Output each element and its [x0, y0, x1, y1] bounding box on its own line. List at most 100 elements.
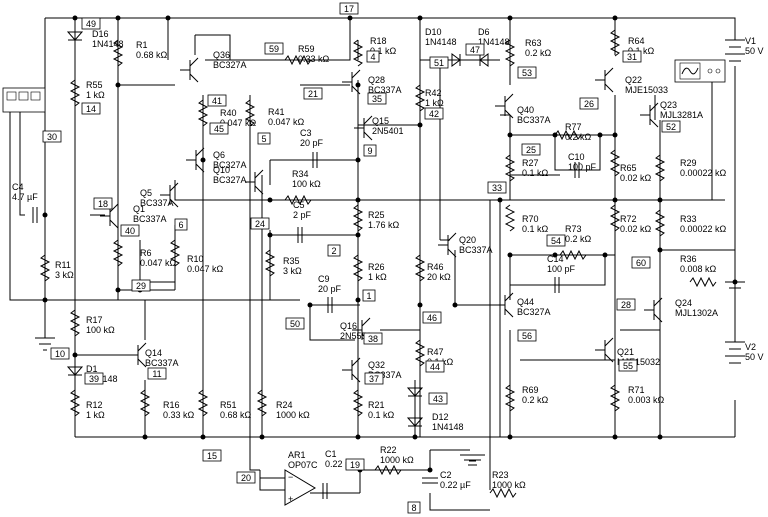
r59-symbol	[284, 54, 312, 66]
q21-symbol	[595, 337, 614, 363]
r42-symbol	[414, 84, 426, 112]
r71-symbol	[609, 384, 621, 412]
svg-text:8: 8	[411, 503, 416, 513]
r47-symbol	[414, 339, 426, 367]
net-49: 49	[81, 17, 101, 30]
net-42: 42	[424, 107, 444, 120]
svg-text:40: 40	[125, 226, 135, 236]
net-28: 28	[616, 298, 636, 311]
svg-text:2: 2	[331, 246, 336, 256]
svg-text:29: 29	[136, 281, 146, 291]
svg-text:21: 21	[308, 89, 318, 99]
svg-text:5: 5	[261, 134, 266, 144]
voltmeter-probe	[2, 87, 46, 113]
svg-text:45: 45	[214, 124, 224, 134]
svg-text:15: 15	[207, 451, 217, 461]
net-21: 21	[303, 87, 323, 100]
r35-symbol	[264, 249, 276, 277]
net-52: 52	[661, 120, 681, 133]
net-60: 60	[631, 256, 651, 269]
net-15: 15	[202, 449, 222, 462]
r34-symbol	[284, 194, 312, 206]
net-10: 10	[50, 347, 70, 360]
d10-symbol	[451, 53, 461, 67]
svg-text:11: 11	[152, 369, 161, 379]
svg-text:37: 37	[369, 374, 379, 384]
q10-symbol	[245, 169, 264, 195]
net-45: 45	[209, 122, 229, 135]
q23-symbol	[640, 102, 659, 128]
net-31: 31	[622, 50, 642, 63]
r70-symbol	[504, 204, 516, 232]
oscilloscope	[674, 59, 726, 83]
net-47: 47	[465, 43, 485, 56]
net-40: 40	[120, 224, 140, 237]
net-44: 44	[425, 360, 445, 373]
net-5: 5	[257, 132, 271, 145]
c14-symbol	[554, 277, 560, 293]
svg-text:25: 25	[526, 145, 536, 155]
net-26: 26	[579, 97, 599, 110]
r41-symbol	[244, 99, 256, 127]
r26-symbol	[352, 254, 364, 282]
net-56: 56	[517, 329, 537, 342]
c2-symbol	[422, 477, 438, 484]
r24-symbol	[256, 389, 268, 417]
svg-text:47: 47	[470, 45, 480, 55]
svg-text:19: 19	[350, 460, 360, 470]
r69-symbol	[504, 384, 516, 412]
svg-text:17: 17	[344, 4, 354, 14]
r12-symbol	[69, 389, 81, 417]
net-30: 30	[42, 130, 62, 143]
net-50: 50	[285, 317, 305, 330]
net-35: 35	[367, 92, 387, 105]
q40-symbol	[495, 93, 514, 119]
c5-symbol	[297, 227, 303, 243]
r73-symbol	[559, 249, 587, 261]
op-amp-ar1: − +	[284, 469, 316, 506]
svg-text:50: 50	[290, 319, 300, 329]
svg-text:52: 52	[666, 122, 676, 132]
svg-text:38: 38	[368, 334, 378, 344]
net-25: 25	[521, 143, 541, 156]
r11-symbol	[39, 254, 51, 282]
net-19: 19	[345, 458, 365, 471]
d11-symbol	[406, 387, 424, 397]
q6-symbol	[186, 147, 205, 173]
q14-symbol	[128, 342, 147, 368]
q24-symbol	[644, 297, 663, 323]
